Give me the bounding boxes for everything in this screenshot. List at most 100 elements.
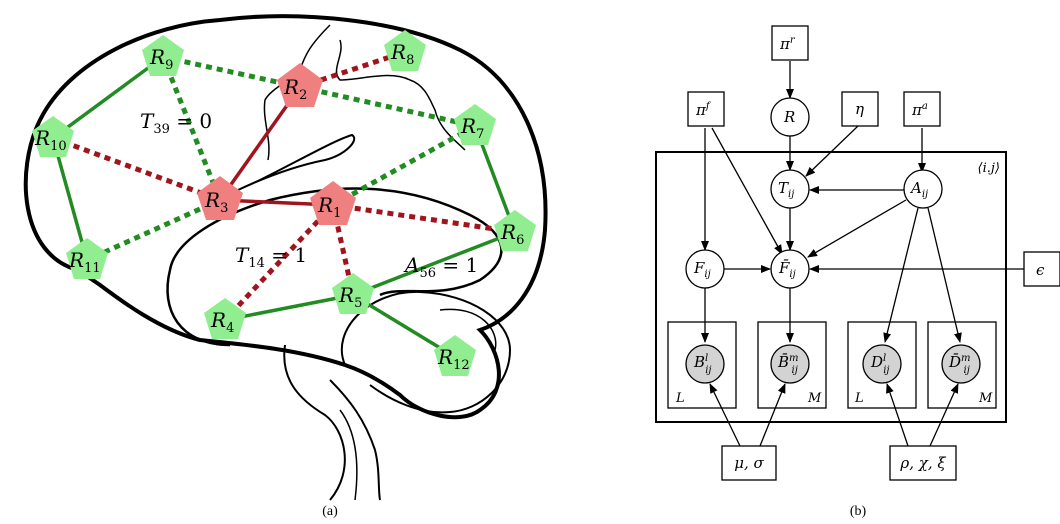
node-r1	[310, 181, 356, 225]
edge-r10-r11	[51, 137, 89, 261]
red-solid-edges	[218, 85, 334, 207]
node-r7	[454, 104, 496, 145]
label-rho-chi-xi: ρ, χ, ξ	[899, 454, 946, 472]
plate-label-L2: L	[854, 391, 864, 406]
label-pi-r: πr	[779, 35, 796, 53]
node-T	[770, 169, 810, 209]
label-R: R	[783, 108, 795, 126]
node-F	[685, 249, 725, 289]
arrow-A-D	[883, 207, 919, 343]
edge-r5-r6	[352, 230, 516, 297]
region-labels: R1 R2 R3 R4 R5 R6 R7 R8 R9 R10 R11 R12	[34, 40, 524, 373]
plate-label-L1: L	[675, 391, 685, 406]
annotation-t39: T39 = 0	[140, 109, 212, 137]
region-nodes	[32, 30, 536, 376]
edge-r2-r7	[299, 84, 476, 129]
node-r8	[384, 30, 426, 71]
box-eta	[841, 91, 879, 127]
green-dotted-edges	[85, 54, 477, 263]
plate-d-l	[847, 321, 917, 409]
hyperparameter-boxes	[687, 25, 1060, 481]
edge-r9-r2	[162, 54, 301, 90]
node-R	[770, 97, 810, 137]
plate-label-M1: M	[807, 391, 822, 406]
dependency-arrows	[701, 61, 1024, 447]
box-pi-f	[687, 91, 725, 127]
label-A: Aij	[909, 179, 928, 200]
label-pi-a: πa	[911, 101, 928, 119]
arrow-rho-D	[886, 383, 909, 447]
node-r9	[142, 35, 184, 76]
edge-r1-r7	[331, 123, 477, 208]
label-r1: R1	[317, 193, 341, 221]
arrow-rho-Dbar	[929, 383, 959, 447]
brain-stem-inner	[339, 409, 358, 501]
label-Fbar: F̄ij	[778, 259, 796, 280]
edge-r2-r8	[299, 49, 406, 90]
label-r3: R3	[204, 188, 228, 216]
edge-r4-r5	[224, 293, 354, 322]
edge-r3-r11	[85, 197, 222, 263]
label-r2: R2	[283, 75, 307, 103]
node-r5	[332, 273, 374, 314]
annotation-a56: A56 = 1	[403, 253, 478, 281]
model-nodes	[685, 97, 981, 384]
box-epsilon	[1023, 251, 1060, 287]
node-Bbar	[770, 344, 810, 384]
brain-outline	[23, 14, 548, 420]
node-r12	[434, 335, 476, 376]
plate-d-m	[927, 321, 997, 409]
label-r5: R5	[338, 283, 362, 311]
postcentral-sulcus	[335, 39, 466, 151]
arrow-A-Dbar	[927, 207, 962, 343]
caption-a: (a)	[322, 504, 338, 519]
arrow-eta-T	[805, 125, 859, 177]
label-r9: R9	[149, 45, 173, 73]
plate-b-m	[757, 321, 827, 409]
edge-r9-r3	[160, 56, 223, 201]
edge-annotations: T39 = 0 T14 = 1 A56 = 1	[140, 109, 478, 281]
annotation-t14: T14 = 1	[235, 243, 307, 271]
box-pi-r	[771, 25, 809, 61]
label-r10: R10	[34, 126, 67, 154]
label-r6: R6	[500, 220, 524, 248]
node-B	[685, 344, 725, 384]
label-epsilon: ϵ	[1036, 261, 1045, 279]
label-r4: R4	[210, 308, 234, 336]
cerebellum-inner	[439, 308, 497, 351]
brain-stem-right	[329, 379, 381, 501]
edge-r1-r4	[223, 203, 335, 322]
node-D	[862, 344, 902, 384]
node-Fbar	[770, 249, 810, 289]
sylvian-fissure	[237, 133, 355, 191]
edge-r9-r10	[51, 55, 165, 140]
caption-b: (b)	[850, 504, 867, 519]
box-mu-sigma	[721, 445, 777, 481]
edge-r10-r3	[52, 135, 221, 203]
node-r3	[197, 176, 243, 220]
brain-stem-left	[283, 344, 346, 501]
graphical-model-panel: ⟨i.j⟩ L M L M	[655, 25, 1060, 519]
label-mu-sigma: μ, σ	[734, 454, 764, 472]
node-r4	[204, 298, 246, 339]
label-r11: R11	[68, 248, 101, 276]
node-r11	[66, 238, 108, 279]
brain-panel: R1 R2 R3 R4 R5 R6 R7 R8 R9 R10 R11 R12 T…	[23, 14, 548, 519]
arrow-mu-B	[709, 383, 741, 447]
label-r8: R8	[390, 40, 414, 68]
edge-r5-r12	[352, 293, 456, 359]
label-F: Fij	[693, 259, 711, 280]
arrow-A-Fbar	[807, 199, 907, 258]
temporal-lower	[166, 269, 231, 347]
edge-r1-r6	[332, 202, 516, 235]
label-r12: R12	[437, 345, 470, 373]
plate-label-M2: M	[978, 391, 993, 406]
arrow-mu-Bbar	[759, 383, 786, 447]
box-rho-chi-xi	[889, 445, 957, 481]
